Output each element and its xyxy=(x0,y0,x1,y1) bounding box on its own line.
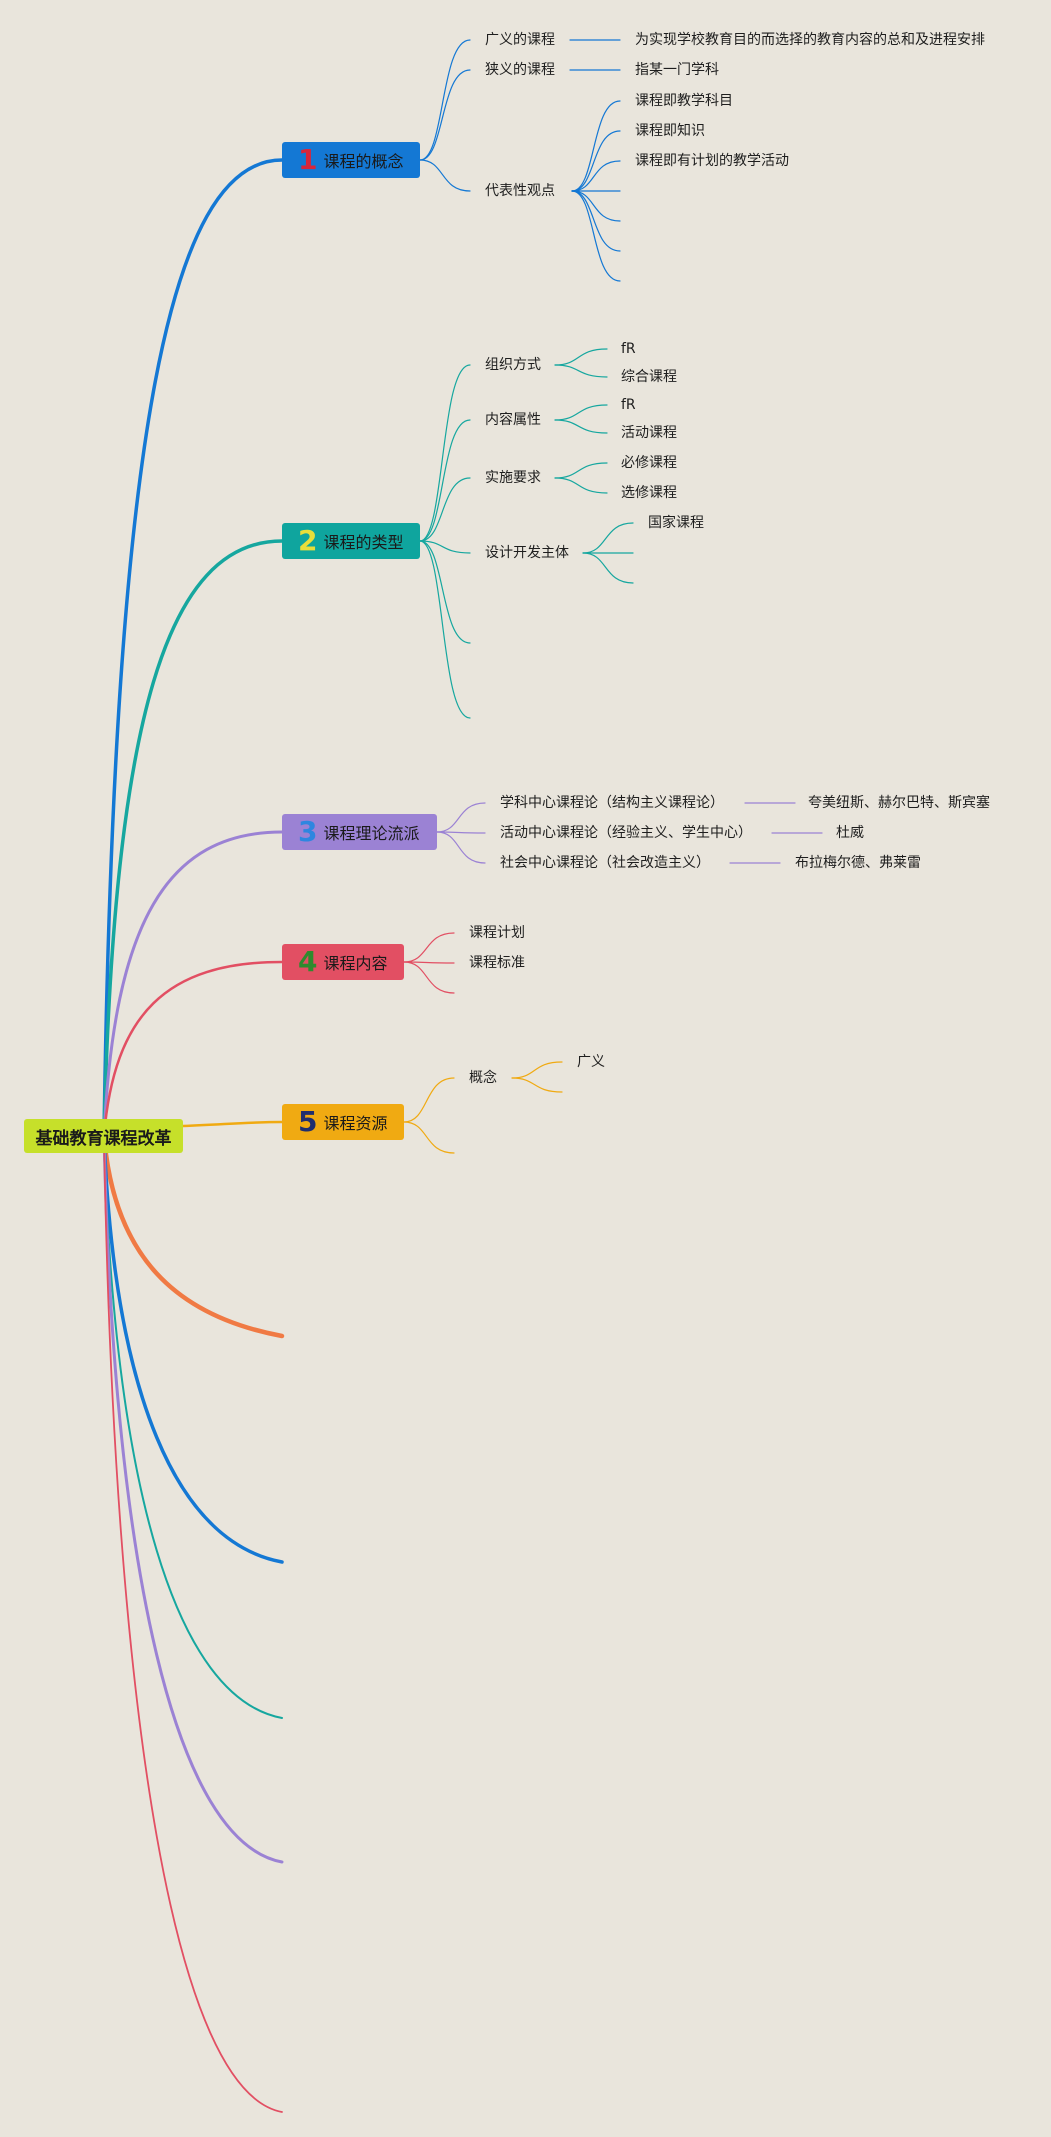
link xyxy=(419,364,471,542)
link xyxy=(419,69,471,161)
branch-2-node[interactable]: 2 课程的类型 xyxy=(282,523,420,559)
link xyxy=(554,462,608,479)
node-impl-item[interactable]: 必修课程 xyxy=(621,455,677,471)
branch-number-1: 1 xyxy=(298,143,318,176)
link xyxy=(582,552,634,584)
link xyxy=(403,932,455,963)
branch-number-2: 2 xyxy=(298,524,318,557)
branch-label-1: 课程的概念 xyxy=(323,152,404,171)
node-narrow-course[interactable]: 狭义的课程 xyxy=(485,62,555,78)
node-school-name[interactable]: 社会中心课程论（社会改造主义） xyxy=(500,855,710,871)
link xyxy=(419,39,471,161)
link xyxy=(571,130,621,192)
branch-label-5: 课程资源 xyxy=(323,1114,388,1133)
node-narrow-definition[interactable]: 指某一门学科 xyxy=(635,62,719,78)
node-content-item[interactable]: 活动课程 xyxy=(621,425,677,441)
link xyxy=(419,159,471,192)
branch-3-node[interactable]: 3 课程理论流派 xyxy=(282,814,437,850)
node-org-item[interactable]: fR xyxy=(621,341,636,357)
branch-label-3: 课程理论流派 xyxy=(323,824,420,843)
node-view-item[interactable]: 课程即教学科目 xyxy=(635,93,733,109)
node-content-attribute[interactable]: 内容属性 xyxy=(485,412,541,428)
node-resource-concept[interactable]: 概念 xyxy=(469,1070,497,1086)
link xyxy=(403,1077,455,1123)
root-link-branch-4 xyxy=(102,960,284,1138)
link xyxy=(419,419,471,542)
branch-number-4: 4 xyxy=(298,945,318,978)
branch-number-5: 5 xyxy=(298,1105,318,1138)
node-design-subject[interactable]: 设计开发主体 xyxy=(485,545,569,561)
link xyxy=(582,522,634,554)
link xyxy=(419,540,471,719)
link xyxy=(571,160,621,192)
root-link-empty xyxy=(102,1134,284,1864)
root-link-branch-2 xyxy=(102,539,284,1138)
branch-label-2: 课程的类型 xyxy=(323,533,404,552)
node-org-item[interactable]: 综合课程 xyxy=(621,369,677,385)
branch-label-4: 课程内容 xyxy=(323,954,388,973)
root-link-empty xyxy=(101,1133,285,1339)
root-link-branch-1 xyxy=(102,158,284,1138)
link xyxy=(571,190,621,222)
link xyxy=(436,802,486,833)
branch-number-3: 3 xyxy=(298,815,318,848)
node-content-item[interactable]: fR xyxy=(621,397,636,413)
node-impl-item[interactable]: 选修课程 xyxy=(621,485,677,501)
link xyxy=(571,190,621,282)
node-view-item[interactable]: 课程即有计划的教学活动 xyxy=(635,153,789,169)
link xyxy=(571,100,621,192)
link xyxy=(554,419,608,434)
link xyxy=(403,961,455,994)
node-broad-course[interactable]: 广义的课程 xyxy=(485,32,555,48)
node-implementation[interactable]: 实施要求 xyxy=(485,470,541,486)
link xyxy=(554,348,608,366)
node-school-people[interactable]: 夸美纽斯、赫尔巴特、斯宾塞 xyxy=(808,795,990,811)
root-link-empty xyxy=(103,1135,283,1719)
link xyxy=(403,1121,455,1154)
link xyxy=(419,540,471,644)
branch-5-node[interactable]: 5 课程资源 xyxy=(282,1104,404,1140)
link xyxy=(554,404,608,421)
root-link-branch-5 xyxy=(181,1120,284,1128)
node-content-standard[interactable]: 课程标准 xyxy=(469,955,525,971)
link xyxy=(554,364,608,378)
node-school-people[interactable]: 杜威 xyxy=(836,825,864,841)
root-link-branch-3 xyxy=(102,830,284,1138)
node-representative-views[interactable]: 代表性观点 xyxy=(485,183,555,199)
node-content-plan[interactable]: 课程计划 xyxy=(469,925,525,941)
root-link-empty xyxy=(103,1135,283,2113)
link xyxy=(436,831,486,864)
node-organization[interactable]: 组织方式 xyxy=(485,357,541,373)
root-node[interactable]: 基础教育课程改革 xyxy=(24,1119,183,1153)
node-design-item[interactable]: 国家课程 xyxy=(648,515,704,531)
link xyxy=(554,477,608,494)
node-school-name[interactable]: 活动中心课程论（经验主义、学生中心） xyxy=(500,825,752,841)
link xyxy=(419,540,471,554)
link xyxy=(511,1061,563,1079)
link xyxy=(419,477,471,542)
node-school-name[interactable]: 学科中心课程论（结构主义课程论） xyxy=(500,795,724,811)
branch-1-node[interactable]: 1 课程的概念 xyxy=(282,142,420,178)
branch-4-node[interactable]: 4 课程内容 xyxy=(282,944,404,980)
node-resource-broad[interactable]: 广义 xyxy=(577,1054,605,1070)
node-view-item[interactable]: 课程即知识 xyxy=(635,123,705,139)
node-broad-definition[interactable]: 为实现学校教育目的而选择的教育内容的总和及进程安排 xyxy=(635,32,985,48)
link xyxy=(511,1077,563,1093)
node-school-people[interactable]: 布拉梅尔德、弗莱雷 xyxy=(795,855,921,871)
root-link-empty xyxy=(102,1134,284,1564)
